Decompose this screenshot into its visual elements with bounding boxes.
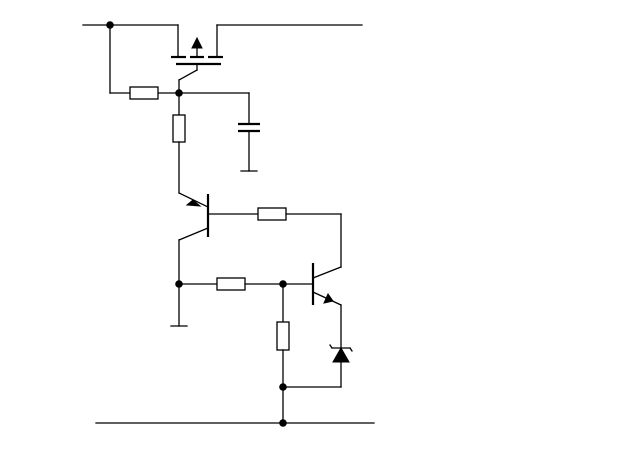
resistor-r4 xyxy=(216,277,246,291)
mosfet-m1 xyxy=(171,24,223,81)
junction-dot xyxy=(106,21,114,29)
junction-dot xyxy=(175,89,183,97)
resistor-r1 xyxy=(129,86,159,100)
resistor-r2 xyxy=(172,114,186,143)
resistor-r3 xyxy=(257,207,287,221)
junction-dot xyxy=(279,383,287,391)
emitter-arrow-icon xyxy=(185,199,202,207)
junction-dot xyxy=(279,419,287,427)
wire-rail-to-r1 xyxy=(109,24,180,94)
emitter-arrow-icon xyxy=(323,292,334,304)
transistor-q1 xyxy=(178,192,259,241)
mosfet-arrow-icon xyxy=(191,36,203,49)
zener-diode-d1 xyxy=(329,304,353,388)
resistor-r5 xyxy=(276,321,290,351)
capacitor-c1 xyxy=(238,92,260,172)
transistor-q2 xyxy=(311,263,342,306)
